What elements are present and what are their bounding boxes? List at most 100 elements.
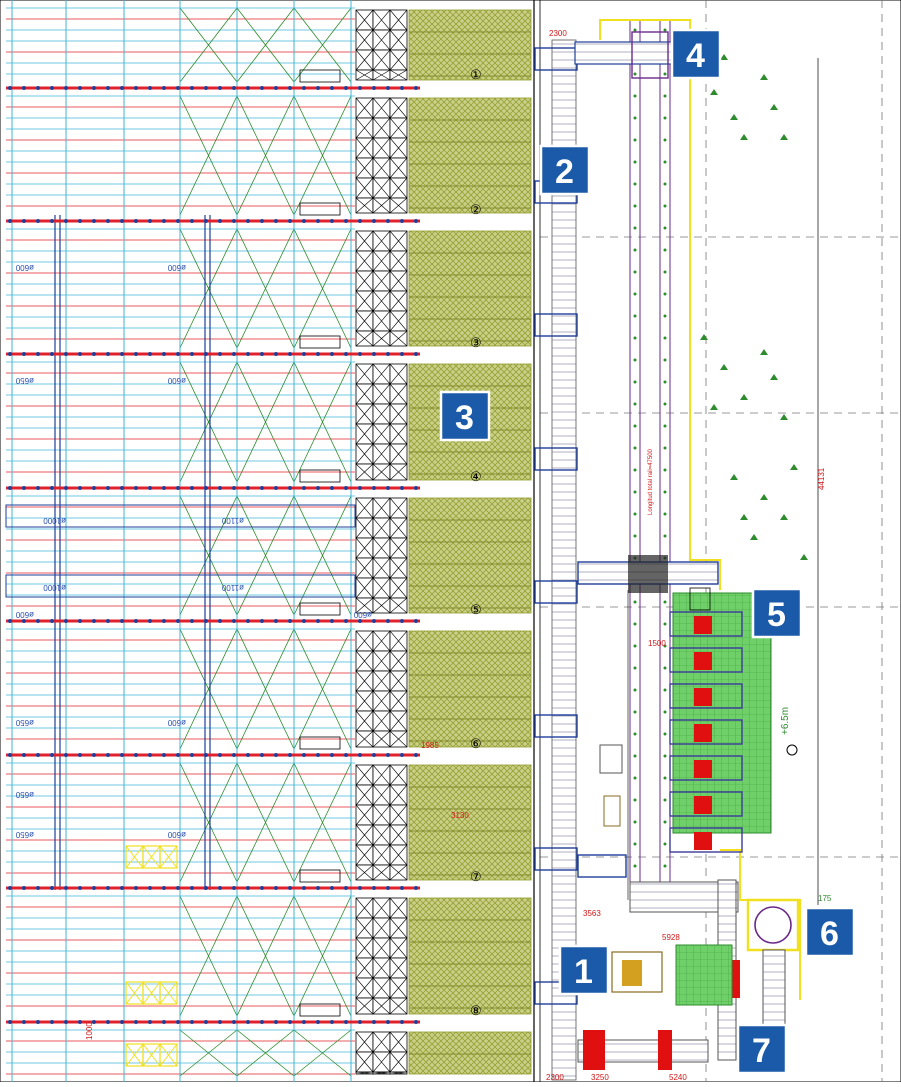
rail-dot (190, 1020, 194, 1024)
crate-x (355, 977, 374, 999)
rail-dot (134, 486, 138, 490)
tree-mark (780, 134, 788, 140)
crate-x (389, 764, 408, 786)
yellow-x (125, 1043, 144, 1067)
rail-dot (232, 219, 236, 223)
track-dot (663, 622, 667, 626)
rail-dot (316, 886, 320, 890)
crate-x (372, 497, 391, 519)
rail-dot (372, 219, 376, 223)
rail-dot (302, 486, 306, 490)
track-dot (663, 798, 667, 802)
rack-label: ø600 (167, 263, 186, 272)
dim-label: 3130 (451, 811, 469, 820)
rail-dot (36, 219, 40, 223)
rail-dot (92, 219, 96, 223)
conveyor-cross (577, 1039, 709, 1063)
track-dot (633, 28, 637, 32)
rail-dot (78, 219, 82, 223)
rack-label: ø600 (167, 376, 186, 385)
level-label: +6.5m (780, 707, 791, 735)
crate-x (355, 690, 374, 712)
rail-dot (344, 86, 348, 90)
transfer-unit (534, 447, 578, 471)
dimension-labels: 2300 1985 3130 1500 44131 5928 3563 2300… (85, 29, 826, 1082)
rail-dot (302, 86, 306, 90)
rail-dot (316, 352, 320, 356)
rail-dot (358, 753, 362, 757)
station-marker (694, 832, 712, 850)
rail-dot (372, 753, 376, 757)
track-dot (663, 600, 667, 604)
rail-dot (92, 86, 96, 90)
station (669, 719, 743, 745)
rail-dot (134, 86, 138, 90)
dim-label: 2300 (549, 29, 567, 38)
rail-dot (218, 753, 222, 757)
crate-x (355, 844, 374, 866)
track-dot (633, 138, 637, 142)
brace (293, 228, 352, 349)
rail-dot (302, 219, 306, 223)
rail-dot (344, 753, 348, 757)
crate-x (355, 9, 374, 31)
crate-x (355, 957, 374, 979)
track-dot (663, 710, 667, 714)
equipment-red (658, 1030, 672, 1070)
brace (236, 762, 295, 883)
rail-dot (386, 886, 390, 890)
pallet-band (408, 764, 532, 881)
rail-dot (386, 86, 390, 90)
rail-dot (330, 753, 334, 757)
rail-dot (400, 86, 404, 90)
track-dot (633, 864, 637, 868)
rack-labels: ø600 ø600 ø650 ø600 ø1000 ø1100 ø1000 ø1… (15, 263, 372, 839)
crate-x (355, 597, 374, 614)
tree-mark (740, 514, 748, 520)
rail-dot (218, 219, 222, 223)
rail-dot (302, 753, 306, 757)
crate-x (389, 710, 408, 732)
track-dot (663, 666, 667, 670)
crate-x (355, 897, 374, 919)
crate-x (355, 784, 374, 806)
crane-head (299, 202, 341, 216)
rail-dot (274, 219, 278, 223)
track-dot (663, 424, 667, 428)
rail-dot (36, 1020, 40, 1024)
rail-dot (372, 1020, 376, 1024)
rail-dot (106, 486, 110, 490)
crate-x (355, 1071, 374, 1075)
track-dot (663, 534, 667, 538)
aisle-marker: ⑧ (470, 1003, 482, 1018)
rail-dot (400, 753, 404, 757)
track-dot (663, 336, 667, 340)
rail-dot (190, 619, 194, 623)
rail-dot (232, 1020, 236, 1024)
station-marker (694, 652, 712, 670)
crate-x (372, 443, 391, 465)
rack-label: ø600 (167, 830, 186, 839)
crate-x (355, 650, 374, 672)
rail-dot (120, 86, 124, 90)
crate-x (355, 250, 374, 272)
rail-dot (330, 219, 334, 223)
rack-label: ø1000 (43, 516, 66, 525)
crate-x (355, 69, 374, 81)
rail-dot (358, 1020, 362, 1024)
wrapper-ring (754, 906, 792, 944)
station-marker (694, 688, 712, 706)
crane-head (299, 602, 341, 616)
rail-dot (414, 86, 418, 90)
crate-x (372, 403, 391, 425)
rail-dot (288, 619, 292, 623)
yellow-crate (159, 845, 178, 869)
rail-dot (36, 619, 40, 623)
crate-x (372, 197, 391, 214)
rail-dot (92, 619, 96, 623)
survey-mark (786, 744, 798, 756)
yellow-x (125, 981, 144, 1005)
crate-x (372, 97, 391, 119)
crate-x (372, 764, 391, 786)
track-dot (633, 72, 637, 76)
